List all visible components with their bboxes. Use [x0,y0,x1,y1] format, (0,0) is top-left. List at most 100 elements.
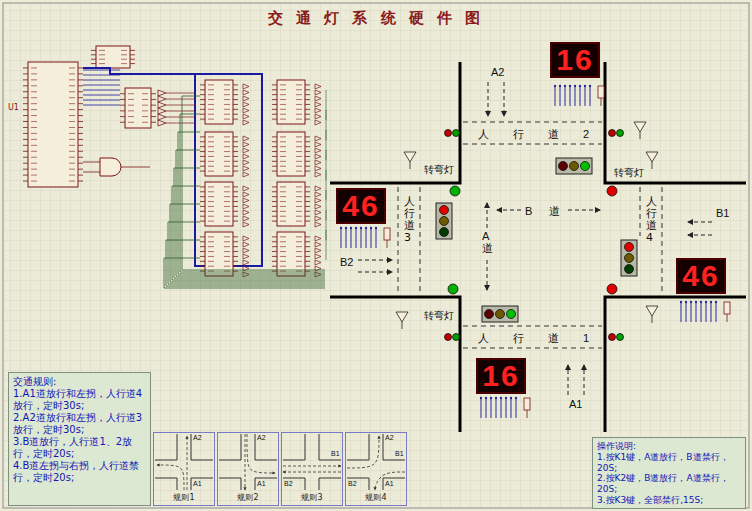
ic-pin [305,114,310,115]
ic-pin [272,211,277,212]
display-digits: 46 [342,191,379,221]
mini-road [383,434,405,460]
ic-pin [233,156,238,157]
pin-mark [280,266,286,267]
ic-pin [120,116,125,117]
ic-pin [130,50,135,51]
pin-mark [69,67,75,68]
ic-pin [272,151,277,152]
pin-mark [280,109,286,110]
pin-dot [700,301,702,303]
mini-road-label: A1 [193,480,202,487]
ic-pin [305,241,310,242]
signal-lamp [440,206,449,215]
pin-mark [296,251,302,252]
ic-pin [305,211,310,212]
ic-pin [78,181,83,182]
pin-mark [280,114,286,115]
pin-mark [31,151,37,152]
ic-pin [78,139,83,140]
pin-mark [280,89,286,90]
ic-pin [305,271,310,272]
pedestrian-lamp [445,334,452,341]
ic-pin [305,161,310,162]
resistor-symbol [243,148,249,153]
pin-mark [31,121,37,122]
crosswalk-label: 人行道2 [478,127,613,142]
pin-mark [224,114,230,115]
crosswalk-line [398,187,399,293]
resistor-symbol [243,84,249,89]
display-pin [706,302,707,322]
display-pin [560,86,561,106]
ic-pin [200,256,205,257]
ic-pin [233,271,238,272]
resistor-symbol [243,198,249,203]
pin-mark [296,166,302,167]
ic-pin [305,136,310,137]
road-label: A1 [569,398,582,410]
display-pin [590,86,591,106]
pin-mark [224,171,230,172]
ic-pin [272,171,277,172]
pin-mark [224,256,230,257]
lane-arrow [358,260,392,261]
ic-chip [205,182,233,226]
mini-road-label: A1 [385,480,394,487]
pin-mark [69,151,75,152]
pin-dot [574,85,576,87]
ic-pin [272,166,277,167]
ic-pin [233,104,238,105]
pin-mark [208,151,214,152]
ic-pin [200,109,205,110]
mini-road [191,434,213,460]
ic-pin [91,54,96,55]
pin-mark [280,211,286,212]
ic-pin [200,251,205,252]
pin-mark [208,161,214,162]
pin-mark [31,157,37,158]
lane-arrow [504,82,505,116]
resistor-symbol [243,90,249,95]
rule-diagram: 规则3 [281,432,343,506]
pin-mark [224,206,230,207]
display-pin [511,398,512,418]
pin-mark [296,201,302,202]
pin-mark [208,206,214,207]
digit-display: 16 [550,42,600,78]
lane-arrow [487,203,488,228]
pin-mark [296,89,302,90]
display-pin [716,302,717,322]
turn-lamp [450,186,460,196]
pin-mark [31,67,37,68]
resistor-symbol [315,114,321,119]
ic-pin [200,206,205,207]
lamp-symbol [652,316,653,323]
rule-caption: 规则4 [365,492,386,503]
mini-road [191,478,213,490]
pin-mark [208,136,214,137]
mini-road [347,434,369,460]
ic-pin [272,99,277,100]
display-pin [366,228,367,248]
pin-mark [31,97,37,98]
pedestrian-lamp [617,130,624,137]
mini-road [283,434,305,460]
crosswalk-label: 人行道1 [478,331,613,346]
ic-pin [272,271,277,272]
resistor-symbol [315,260,321,265]
ic-pin [272,261,277,262]
resistor-symbol [243,108,249,113]
signal-lamp [507,310,516,319]
pin-dot [345,227,347,229]
ic-pin [233,216,238,217]
resistor-symbol [243,114,249,119]
pin-mark [280,151,286,152]
crosswalk-label: 人行道3 [404,196,415,244]
pin-dot [350,227,352,229]
ic-pin [233,196,238,197]
pin-mark [208,141,214,142]
pin-mark [69,109,75,110]
pin-mark [224,201,230,202]
wire [121,167,150,168]
